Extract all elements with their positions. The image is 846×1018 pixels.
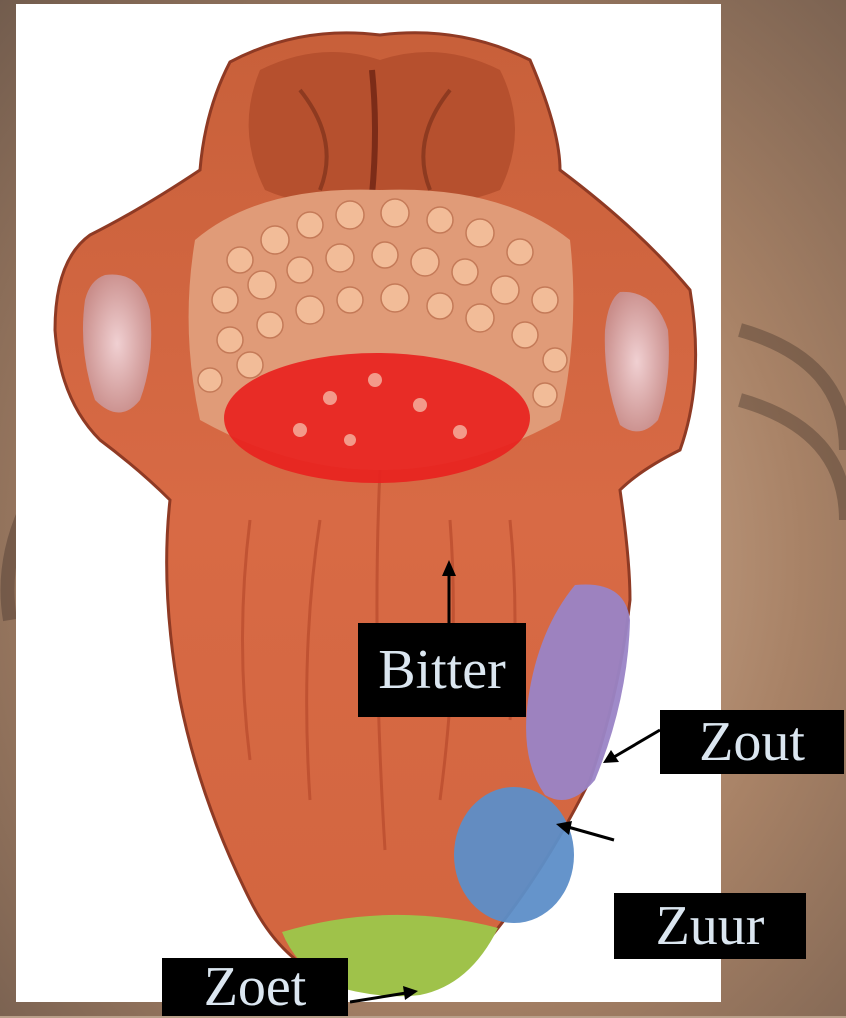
- zoet-label: Zoet: [162, 958, 348, 1016]
- bitter-zone: [224, 353, 530, 483]
- left-tonsil: [83, 274, 151, 412]
- zuur-label: Zuur: [614, 893, 806, 959]
- bitter-label: Bitter: [358, 623, 526, 717]
- epiglottis: [249, 52, 515, 206]
- zout-label: Zout: [660, 710, 844, 774]
- sour-zone: [454, 787, 574, 923]
- throat-groove: [372, 70, 375, 195]
